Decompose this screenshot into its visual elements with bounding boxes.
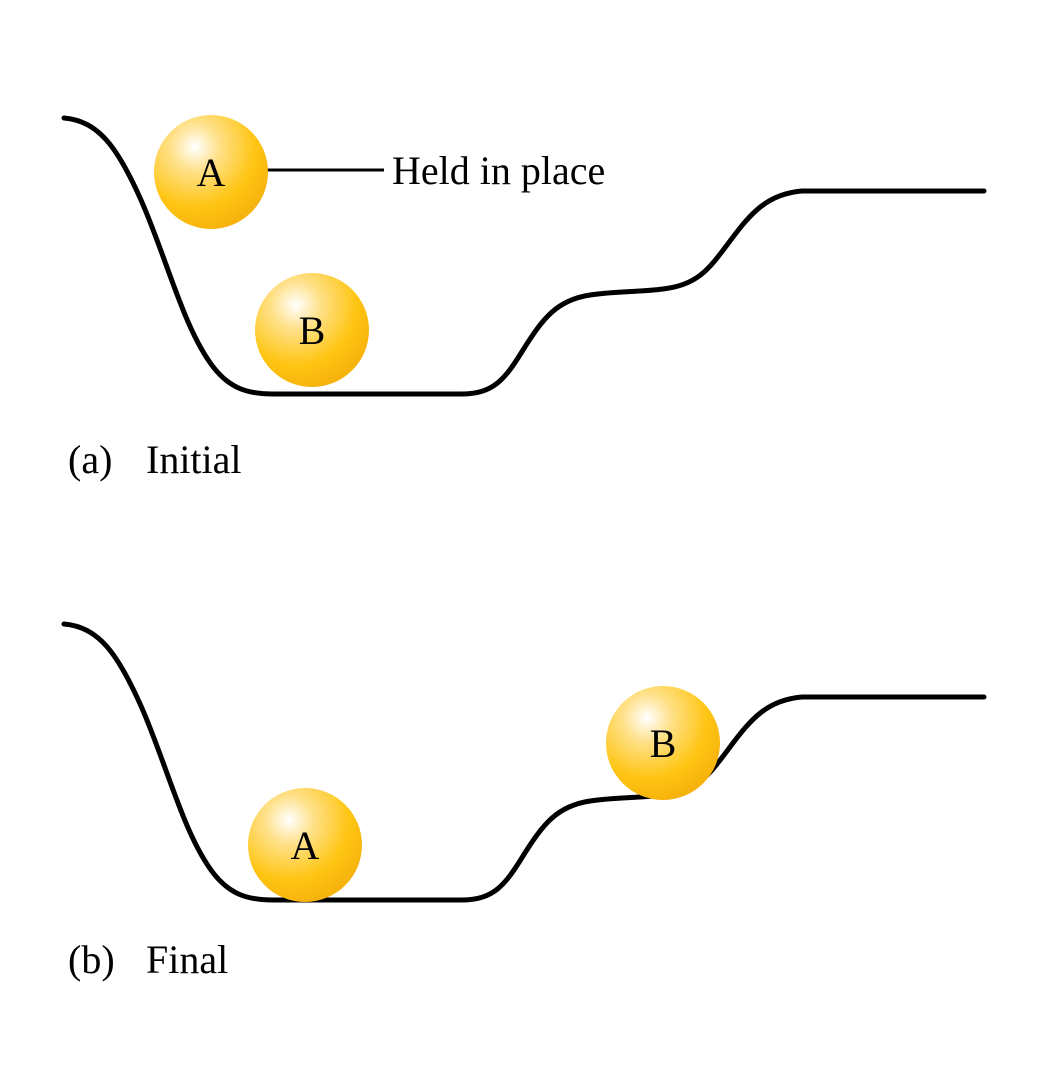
panel-final: A B (b) Final	[61, 621, 987, 982]
caption-final-text: Final	[146, 937, 228, 982]
ball-b-final-sphere	[606, 686, 720, 800]
ball-a-initial-sphere	[154, 115, 268, 229]
ball-a-final: A	[248, 788, 362, 902]
panel-initial: Held in place A B (a) Initial	[61, 115, 987, 482]
caption-initial-index: (a)	[68, 437, 112, 482]
caption-initial: (a) Initial	[68, 437, 242, 482]
ball-b-final: B	[606, 686, 720, 800]
ball-a-initial: A	[154, 115, 268, 229]
caption-final-index: (b)	[68, 937, 115, 982]
terrain-curve-initial	[61, 115, 987, 397]
caption-final: (b) Final	[68, 937, 228, 982]
held-in-place-label: Held in place	[392, 148, 605, 193]
ball-a-final-sphere	[248, 788, 362, 902]
ball-b-initial: B	[255, 273, 369, 387]
ball-a-initial-label: A	[197, 150, 226, 195]
terrain-curve-final	[61, 621, 987, 903]
caption-initial-text: Initial	[146, 437, 242, 482]
ball-a-final-label: A	[291, 823, 320, 868]
ball-b-final-label: B	[650, 721, 677, 766]
ball-b-initial-label: B	[299, 308, 326, 353]
ball-b-initial-sphere	[255, 273, 369, 387]
